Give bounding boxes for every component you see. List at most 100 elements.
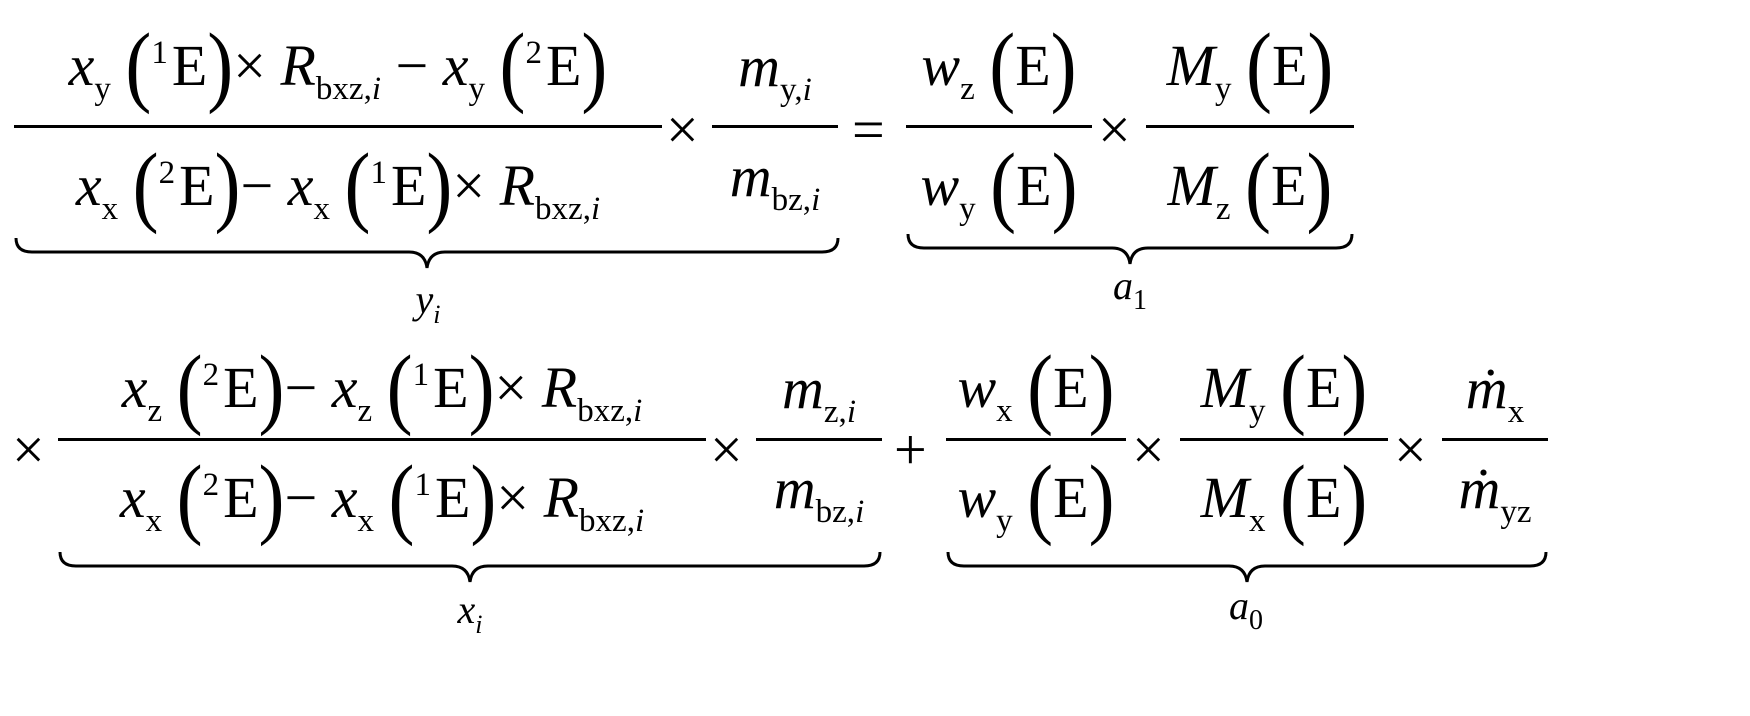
paren-open: ( <box>1245 14 1272 115</box>
numerator: My (E) <box>1180 342 1388 432</box>
denominator: Mz (E) <box>1146 140 1354 230</box>
minus-op: − <box>240 153 274 218</box>
E: E <box>1271 33 1308 98</box>
row2-fraction-m: mz,i mbz,i <box>756 328 882 554</box>
var-x: x <box>457 587 476 632</box>
sub: y <box>1248 393 1266 429</box>
denominator: wy (E) <box>946 452 1126 542</box>
E: E <box>1015 33 1051 98</box>
var-x: x <box>121 355 148 420</box>
numerator: wx (E) <box>946 342 1126 432</box>
E: E <box>1305 465 1342 530</box>
sub: bxz, <box>579 503 635 539</box>
numerator: wz (E) <box>906 20 1092 110</box>
underbrace-xi <box>58 551 882 583</box>
E: E <box>1053 465 1089 530</box>
sup: 1 <box>412 357 430 393</box>
numerator: ṁx <box>1442 360 1548 429</box>
times-op: × <box>452 153 486 218</box>
sub: y <box>959 191 976 227</box>
sup: 2 <box>202 467 220 503</box>
sup: 2 <box>202 357 220 393</box>
row1-fraction-yi: xy (1E)× Rbxz,i − xy (2E) xx (2E)− xx (1… <box>14 6 662 232</box>
denominator: mbz,i <box>756 460 882 529</box>
times-op: × <box>496 465 530 530</box>
paren-close: ) <box>470 446 497 547</box>
sub: x <box>313 191 330 227</box>
var-M: M <box>1166 33 1215 98</box>
times-op: × <box>666 97 699 162</box>
sub: 0 <box>1249 605 1263 636</box>
sub: z <box>147 393 163 429</box>
row1-fraction-w: wz (E) wy (E) <box>906 6 1092 232</box>
numerator: mz,i <box>756 360 882 429</box>
paren-open: ( <box>1279 336 1306 437</box>
numerator: My (E) <box>1146 20 1354 110</box>
sub: bz, <box>815 494 856 530</box>
sub-i: i <box>371 71 381 107</box>
var-m: m <box>738 34 781 99</box>
paren-close: ) <box>468 336 495 437</box>
E: E <box>390 153 427 218</box>
paren-open: ( <box>1245 134 1272 235</box>
var-m: m <box>782 356 824 421</box>
E: E <box>223 355 259 420</box>
times-op: × <box>710 417 743 482</box>
var-M: M <box>1200 355 1249 420</box>
var-x: x <box>442 33 469 98</box>
paren-close: ) <box>1307 14 1334 115</box>
paren-close: ) <box>258 446 285 547</box>
sub-i: i <box>846 394 856 430</box>
paren-open: ( <box>989 14 1016 115</box>
sub-i: i <box>590 191 601 227</box>
var-x: x <box>119 465 146 530</box>
row2-fraction-mdot: ṁx ṁyz <box>1442 328 1548 554</box>
sub: y <box>94 71 111 107</box>
denominator: mbz,i <box>712 148 838 217</box>
sub: x <box>1507 394 1525 430</box>
paren-open: ( <box>176 446 203 547</box>
sub: y <box>468 71 485 107</box>
fraction-bar <box>946 438 1126 441</box>
sub: x <box>1248 503 1266 539</box>
E: E <box>171 33 208 98</box>
numerator: my,i <box>712 38 838 107</box>
sub: y <box>996 503 1013 539</box>
fraction-bar <box>1180 438 1388 441</box>
sub: bxz, <box>577 393 634 429</box>
var-x: x <box>331 355 358 420</box>
E: E <box>434 465 471 530</box>
row1-fraction-m: my,i mbz,i <box>712 6 838 232</box>
fraction-bar <box>1442 438 1548 441</box>
paren-open: ( <box>388 446 415 547</box>
times-op: × <box>494 355 528 420</box>
denominator: xx (2E)− xx (1E)× Rbxz,i <box>58 452 706 542</box>
row2-fraction-w: wx (E) wy (E) <box>946 328 1126 554</box>
sub: x <box>145 503 163 539</box>
row1-fraction-yi-numerator: xy (1E)× Rbxz,i − xy (2E) <box>14 20 662 110</box>
sub: bxz, <box>535 191 591 227</box>
sub: y <box>1214 71 1232 107</box>
paren-open: ( <box>1279 446 1306 547</box>
var-m-dot: ṁ <box>1458 456 1501 521</box>
paren-open: ( <box>499 14 526 115</box>
var-x: x <box>331 465 358 530</box>
times-op: × <box>1394 417 1427 482</box>
minus-op: − <box>395 33 429 98</box>
fraction-bar <box>906 125 1092 128</box>
row2-fraction-M: My (E) Mx (E) <box>1180 328 1388 554</box>
row1-fraction-yi-denominator: xx (2E)− xx (1E)× Rbxz,i <box>14 140 662 230</box>
var-R: R <box>543 465 580 530</box>
E: E <box>179 153 215 218</box>
E: E <box>1305 355 1342 420</box>
plus-op: + <box>894 417 927 482</box>
paren-close: ) <box>1088 336 1115 437</box>
sub: z, <box>823 394 847 430</box>
paren-close: ) <box>1088 446 1115 547</box>
row2-fraction-xi: xz (2E)− xz (1E)× Rbxz,i xx (2E)− xx (1E… <box>58 328 706 554</box>
times-op: × <box>1098 97 1131 162</box>
sub: z <box>960 71 975 107</box>
paren-open: ( <box>125 14 152 115</box>
label-a0: a0 <box>1196 582 1296 636</box>
